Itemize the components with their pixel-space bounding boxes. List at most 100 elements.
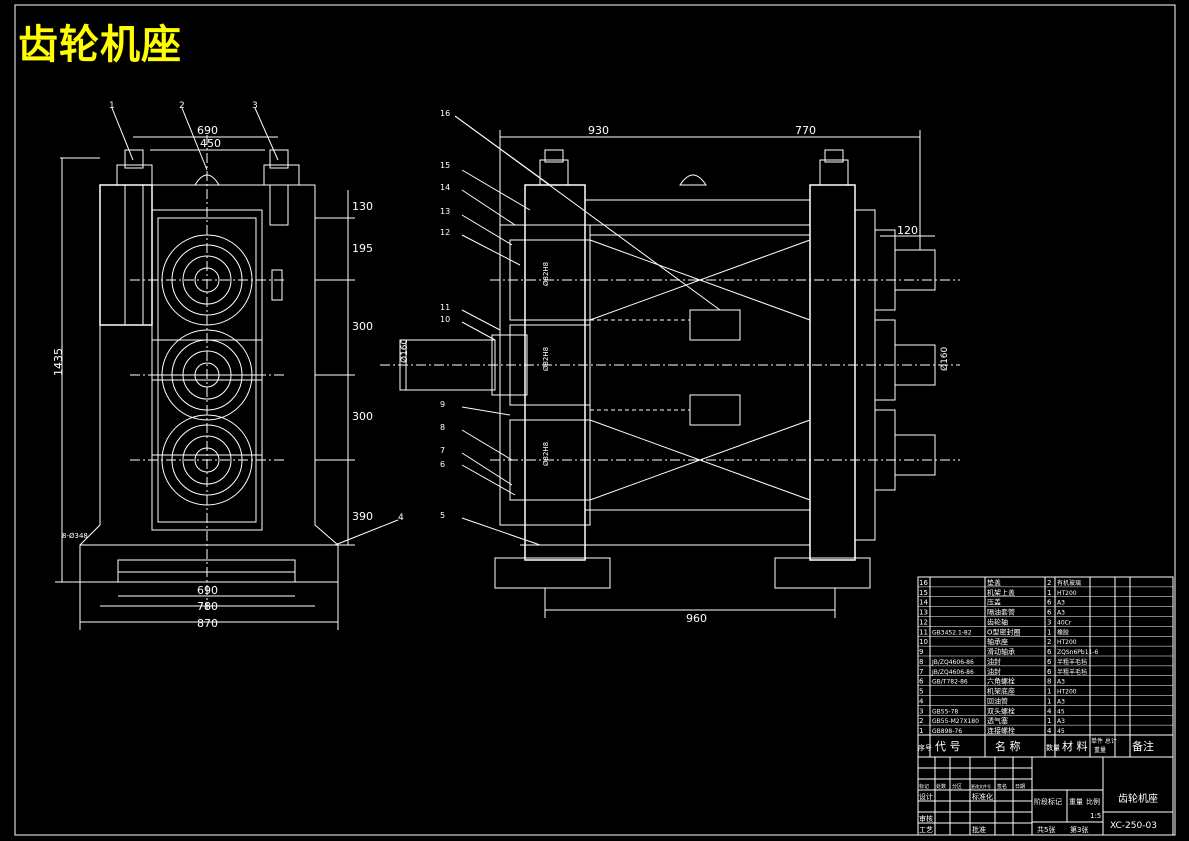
parts-cell-material: HT200 xyxy=(1057,590,1077,597)
header-seq: 序号 xyxy=(918,743,932,752)
part-label-8: 8 xyxy=(440,423,445,432)
tb-drawing-no: XC-250-03 xyxy=(1110,821,1157,831)
parts-cell-no: 16 xyxy=(919,579,928,587)
parts-cell-material: A3 xyxy=(1057,718,1065,725)
parts-cell-material: A3 xyxy=(1057,698,1065,705)
dim-770: 770 xyxy=(795,124,816,137)
parts-cell-material: HT200 xyxy=(1057,639,1077,646)
parts-cell-material: 45 xyxy=(1057,708,1065,715)
parts-cell-name: 双头螺栓 xyxy=(987,706,1015,715)
dim-1435: 1435 xyxy=(52,348,65,376)
parts-cell-no: 3 xyxy=(919,707,923,715)
parts-cell-no: 6 xyxy=(919,678,924,686)
parts-cell-material: 橡胶 xyxy=(1057,628,1069,636)
parts-cell-code: GB55-M27X180 xyxy=(932,718,979,725)
tb-design: 设计 xyxy=(919,792,933,801)
part-label-6: 6 xyxy=(440,460,445,469)
tb-zone: 分区 xyxy=(952,783,962,790)
title-block-text: 齿轮机座 XC-250-03 1:5 阶段标记 重量 比例 共5张 第3张 设计… xyxy=(919,783,1158,834)
tb-change-doc: 更改文件号 xyxy=(971,783,991,789)
parts-cell-qty: 1 xyxy=(1047,589,1051,597)
header-name: 名 称 xyxy=(995,739,1021,753)
parts-cell-name: 透气塞 xyxy=(987,716,1008,725)
right-view xyxy=(380,115,960,618)
sheet-border xyxy=(14,4,1176,836)
header-code: 代 号 xyxy=(935,740,961,753)
part-label-2: 2 xyxy=(179,101,185,111)
parts-cell-no: 11 xyxy=(919,628,928,636)
parts-cell-name: 滑动轴承 xyxy=(987,647,1015,656)
parts-cell-name: 轴承座 xyxy=(987,637,1008,646)
parts-cell-name: 油封 xyxy=(987,667,1001,676)
part-label-1: 1 xyxy=(109,101,115,111)
part-label-7: 7 xyxy=(440,446,445,455)
parts-header: 序号 代 号 名 称 数量 材 料 单件 总计 重量 备注 xyxy=(918,737,1154,754)
parts-cell-qty: 4 xyxy=(1047,727,1052,735)
fit-3: Ø82H8 xyxy=(542,442,550,466)
part-label-15: 15 xyxy=(440,161,450,170)
parts-cell-no: 12 xyxy=(919,618,928,626)
parts-cell-qty: 6 xyxy=(1047,609,1052,617)
parts-cell-qty: 6 xyxy=(1047,658,1052,666)
parts-cell-no: 1 xyxy=(919,727,923,735)
tb-ratio: 比例 xyxy=(1086,797,1100,806)
tb-scale: 1:5 xyxy=(1090,812,1101,820)
part-label-13: 13 xyxy=(440,207,450,216)
parts-cell-material: A3 xyxy=(1057,610,1065,617)
parts-cell-qty: 1 xyxy=(1047,688,1051,696)
parts-cell-material: 半粗羊毛毡 xyxy=(1057,668,1087,676)
parts-cell-code: GB55-78 xyxy=(932,708,958,715)
parts-cell-name: O型密封圈 xyxy=(987,627,1021,636)
drawing-title: 齿轮机座 xyxy=(18,21,182,68)
parts-cell-no: 8 xyxy=(919,658,923,666)
tb-date: 日期 xyxy=(1015,784,1025,790)
header-remark: 备注 xyxy=(1132,739,1154,753)
dim-bot-780: 780 xyxy=(197,600,218,613)
dim-930: 930 xyxy=(588,124,609,137)
parts-cell-no: 2 xyxy=(919,717,923,725)
parts-cell-material: A3 xyxy=(1057,679,1065,686)
parts-cell-name: 六角螺栓 xyxy=(987,677,1015,686)
parts-cell-material: A3 xyxy=(1057,600,1065,607)
tb-drawing-name: 齿轮机座 xyxy=(1118,792,1158,805)
parts-cell-material: 半粗羊毛毡 xyxy=(1057,658,1087,666)
parts-cell-qty: 1 xyxy=(1047,717,1051,725)
parts-cell-no: 5 xyxy=(919,688,923,696)
parts-cell-material: ZQSn6Pb11-6 xyxy=(1057,649,1098,656)
parts-cell-no: 10 xyxy=(919,638,928,646)
parts-cell-qty: 4 xyxy=(1047,707,1052,715)
part-label-14: 14 xyxy=(440,183,450,192)
title-block xyxy=(917,756,1174,836)
dim-120: 120 xyxy=(897,224,918,237)
header-unit-total: 单件 总计 xyxy=(1091,737,1117,745)
part-label-16: 16 xyxy=(440,109,450,118)
tb-standardize: 标准化 xyxy=(972,792,993,801)
tb-sign: 签名 xyxy=(997,783,1007,790)
dim-dia-right: Ø160 xyxy=(939,346,950,371)
header-weight: 重量 xyxy=(1094,746,1106,754)
parts-cell-material: 45 xyxy=(1057,728,1065,735)
part-label-3: 3 xyxy=(252,101,258,111)
parts-cell-no: 4 xyxy=(919,697,924,705)
parts-cell-no: 7 xyxy=(919,668,923,676)
right-view-labels: 16 15 14 13 12 11 10 9 8 7 6 5 xyxy=(440,109,450,520)
part-label-4: 4 xyxy=(398,513,404,523)
header-qty: 数量 xyxy=(1046,743,1060,752)
tb-review: 审核 xyxy=(919,814,933,823)
part-label-12: 12 xyxy=(440,228,450,237)
dim-top-690: 690 xyxy=(197,124,218,137)
parts-cell-qty: 6 xyxy=(1047,599,1052,607)
parts-cell-code: JB/ZQ4606-86 xyxy=(931,669,974,676)
dim-bot-870: 870 xyxy=(197,617,218,630)
part-label-5: 5 xyxy=(440,511,445,520)
parts-cell-qty: 1 xyxy=(1047,628,1051,636)
parts-cell-code: GB3452.1-82 xyxy=(932,629,972,636)
tb-count: 处数 xyxy=(936,783,946,790)
right-view-dims: 930 770 120 960 Ø160 Ø160 Ø82H8 Ø82H8 Ø8… xyxy=(399,124,950,625)
tb-approve: 批准 xyxy=(972,825,986,834)
parts-cell-no: 15 xyxy=(919,589,928,597)
tb-mark: 标记 xyxy=(919,783,929,790)
parts-cell-no: 14 xyxy=(919,599,928,607)
dim-960: 960 xyxy=(686,612,707,625)
